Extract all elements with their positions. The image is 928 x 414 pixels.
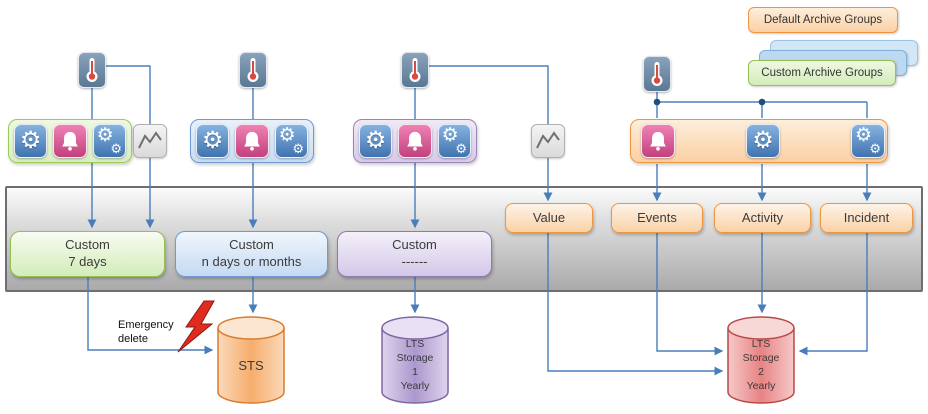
thermometer-icon [78,52,106,88]
history-graph-icon [531,124,565,158]
gears-icon: ⚙⚙ [274,124,308,158]
custom-archive-group-purple: ⚙ ⚙⚙ [353,119,477,163]
junction-dot [758,98,766,106]
default-archive-groups-tag: Default Archive Groups [748,7,898,33]
custom-archive-group-blue: ⚙ ⚙⚙ [190,119,314,163]
thermometer-icon [239,52,267,88]
custom-archive-groups-label: Custom Archive Groups [761,67,883,79]
gear-icon: ⚙ [746,124,780,158]
thermometer-icon [643,56,671,92]
gears-icon: ⚙⚙ [851,124,885,158]
gear-glyph: ⚙ [869,141,881,156]
retention-box-custom: Custom ------ [337,231,492,277]
junction-dot [653,98,661,106]
history-graph-icon [133,124,167,158]
lts2-label: LTS Storage 2 Yearly [742,337,780,393]
gear-glyph: ⚙ [278,125,296,146]
alarm-bell-icon [53,124,87,158]
gear-glyph: ⚙ [455,141,467,156]
gear-icon: ⚙ [196,124,230,158]
gears-icon: ⚙⚙ [437,124,471,158]
gear-glyph: ⚙ [19,127,42,154]
alarm-bell-icon [398,124,432,158]
gears-icon: ⚙⚙ [92,124,126,158]
archive-box-activity: Activity [714,203,811,233]
gear-glyph: ⚙ [855,125,873,146]
archive-box-incident: Incident [820,203,913,233]
gear-glyph: ⚙ [364,127,387,154]
emergency-bolt-icon [177,300,215,353]
default-archive-groups-label: Default Archive Groups [763,14,883,26]
retention-box-custom-7days: Custom 7 days [10,231,165,277]
sts-label: STS [238,357,264,373]
gear-icon: ⚙ [14,124,48,158]
lts1-label: LTS Storage 1 Yearly [396,337,434,393]
gear-glyph: ⚙ [201,127,224,154]
sts-cylinder: STS [215,315,287,405]
gear-glyph: ⚙ [752,127,774,154]
custom-archive-groups-tag: Custom Archive Groups [748,60,896,86]
gear-glyph: ⚙ [441,125,459,146]
lts1-cylinder: LTS Storage 1 Yearly [379,315,451,405]
emergency-delete-note: Emergency delete [118,319,174,346]
alarm-bell-icon [641,124,675,158]
gear-icon: ⚙ [359,124,393,158]
default-archive-group-orange: ⚙ ⚙⚙ [630,119,888,163]
gear-glyph: ⚙ [110,141,122,156]
archive-box-value: Value [505,203,593,233]
lts2-cylinder: LTS Storage 2 Yearly [725,315,797,405]
custom-archive-group-green: ⚙ ⚙⚙ [8,119,132,163]
gear-glyph: ⚙ [96,125,114,146]
alarm-bell-icon [235,124,269,158]
retention-box-custom-ndays: Custom n days or months [175,231,328,277]
gear-glyph: ⚙ [292,141,304,156]
archive-box-events: Events [611,203,703,233]
thermometer-icon [401,52,429,88]
